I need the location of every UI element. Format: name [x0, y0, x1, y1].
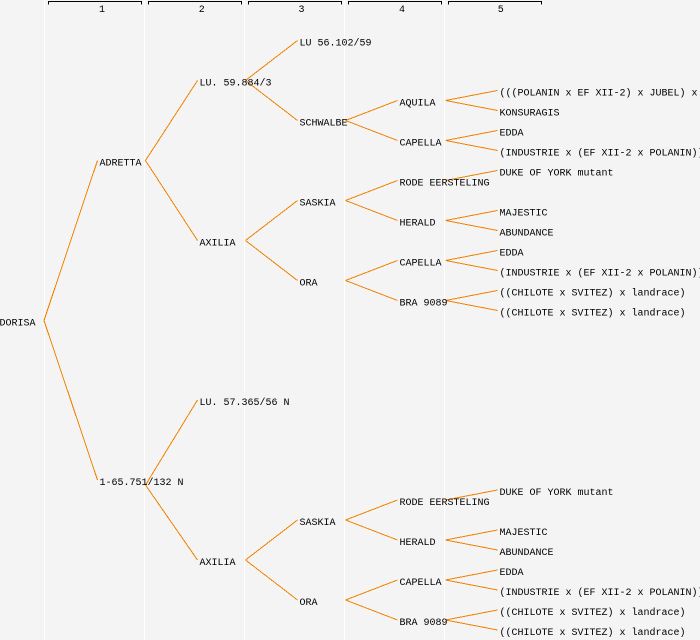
svg-text:ABUNDANCE: ABUNDANCE [500, 548, 554, 559]
svg-text:((CHILOTE x SVITEZ) x landrace: ((CHILOTE x SVITEZ) x landrace) [500, 308, 686, 320]
svg-text:1: 1 [99, 5, 105, 16]
svg-text:HERALD: HERALD [400, 219, 436, 230]
svg-text:MAJESTIC: MAJESTIC [500, 528, 548, 539]
svg-text:RODE EERSTELING: RODE EERSTELING [400, 179, 490, 190]
svg-text:EDDA: EDDA [500, 568, 524, 579]
svg-text:CAPELLA: CAPELLA [400, 578, 442, 589]
svg-text:CAPELLA: CAPELLA [400, 139, 442, 150]
svg-text:SASKIA: SASKIA [300, 199, 336, 210]
svg-text:LU. 59.884/3: LU. 59.884/3 [200, 78, 272, 90]
svg-text:SCHWALBE: SCHWALBE [300, 119, 348, 130]
svg-text:AQUILA: AQUILA [400, 99, 436, 110]
svg-text:((CHILOTE x SVITEZ) x landrace: ((CHILOTE x SVITEZ) x landrace) [500, 627, 686, 639]
svg-text:HERALD: HERALD [400, 538, 436, 549]
svg-text:DUKE OF YORK mutant: DUKE OF YORK mutant [500, 169, 614, 180]
svg-text:ADRETTA: ADRETTA [100, 159, 142, 170]
svg-text:ORA: ORA [300, 279, 318, 290]
svg-text:LU. 57.365/56 N: LU. 57.365/56 N [200, 397, 290, 409]
svg-text:AXILIA: AXILIA [200, 239, 236, 250]
svg-text:RODE EERSTELING: RODE EERSTELING [400, 498, 490, 509]
svg-text:4: 4 [399, 5, 405, 16]
svg-text:((CHILOTE x SVITEZ) x landrace: ((CHILOTE x SVITEZ) x landrace) [500, 607, 686, 619]
svg-text:SASKIA: SASKIA [300, 518, 336, 529]
svg-text:ABUNDANCE: ABUNDANCE [500, 229, 554, 240]
svg-text:BRA 9089: BRA 9089 [400, 618, 448, 629]
svg-text:KONSURAGIS: KONSURAGIS [500, 109, 560, 120]
svg-text:((CHILOTE x SVITEZ) x landrace: ((CHILOTE x SVITEZ) x landrace) [500, 288, 686, 300]
svg-text:(INDUSTRIE x (EF XII-2 x POLAN: (INDUSTRIE x (EF XII-2 x POLANIN)) [500, 587, 700, 599]
svg-text:LU 56.102/59: LU 56.102/59 [300, 38, 372, 50]
svg-text:3: 3 [298, 5, 304, 16]
svg-text:(INDUSTRIE x (EF XII-2 x POLAN: (INDUSTRIE x (EF XII-2 x POLANIN)) [500, 148, 700, 160]
svg-text:DORISA: DORISA [0, 319, 36, 330]
svg-text:1-65.751/132 N: 1-65.751/132 N [100, 477, 184, 489]
svg-text:5: 5 [498, 5, 504, 16]
svg-text:(((POLANIN x EF XII-2) x JUBEL: (((POLANIN x EF XII-2) x JUBEL) x KRASAV… [500, 88, 700, 100]
svg-text:EDDA: EDDA [500, 249, 524, 260]
svg-text:2: 2 [199, 5, 205, 16]
svg-text:CAPELLA: CAPELLA [400, 259, 442, 270]
svg-text:BRA 9089: BRA 9089 [400, 299, 448, 310]
svg-text:EDDA: EDDA [500, 129, 524, 140]
svg-text:(INDUSTRIE x (EF XII-2 x POLAN: (INDUSTRIE x (EF XII-2 x POLANIN)) [500, 268, 700, 280]
svg-text:MAJESTIC: MAJESTIC [500, 209, 548, 220]
svg-text:AXILIA: AXILIA [200, 558, 236, 569]
svg-text:ORA: ORA [300, 598, 318, 609]
svg-text:DUKE OF YORK mutant: DUKE OF YORK mutant [500, 488, 614, 499]
